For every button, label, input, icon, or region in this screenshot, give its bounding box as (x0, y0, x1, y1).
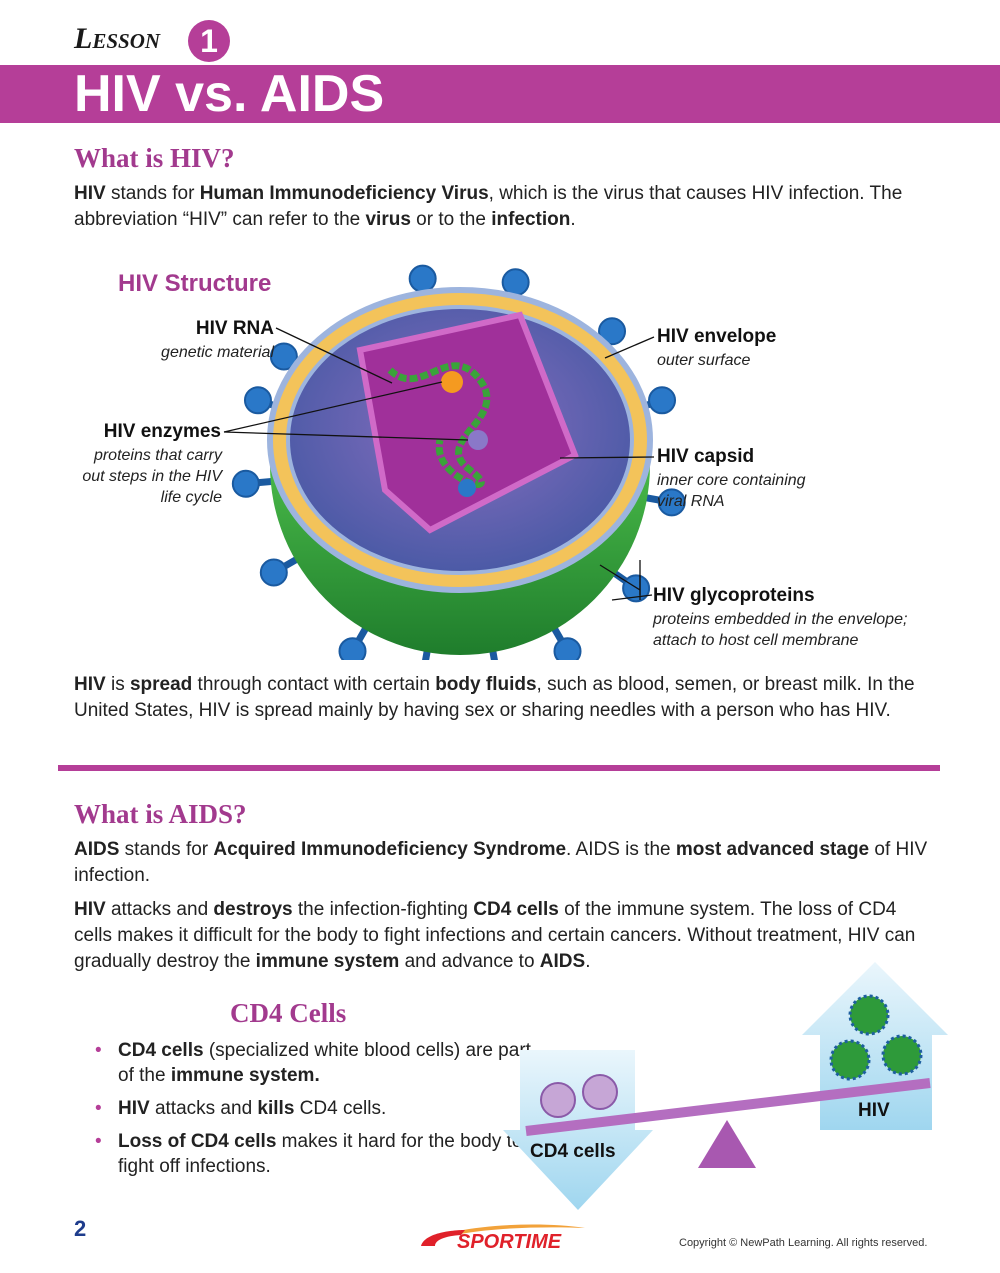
bold-text: HIV (118, 1098, 150, 1119)
section-divider (58, 765, 940, 771)
bold-text: body fluids (435, 674, 537, 695)
hiv-virus-icons (829, 994, 923, 1081)
text-segment: of HIV infection. (74, 839, 928, 886)
glycoprotein-spike (631, 488, 686, 517)
cd4-heading: CD4 Cells (230, 998, 347, 1028)
enzyme-orange (441, 371, 463, 393)
text-segment: or to the (410, 209, 492, 230)
text-segment: attacks and (105, 899, 214, 920)
bold-text: AIDS (74, 839, 120, 860)
text-segment: makes it hard for the body to fight off … (118, 1131, 523, 1177)
hiv-structure-diagram (223, 264, 686, 660)
text-segment: stands for (119, 839, 214, 860)
title-banner (0, 65, 1000, 123)
text-segment: of the immune system. The loss of CD4 ce… (74, 899, 916, 972)
aids-definition: AIDS stands for Acquired Immunodeficienc… (74, 837, 934, 889)
bullet-item: CD4 cells (specialized white blood cells… (95, 1038, 535, 1088)
enzyme-blue (458, 479, 476, 497)
cd4-paragraph: HIV attacks and destroys the infection-f… (74, 897, 934, 975)
diagram-title: HIV Structure (118, 270, 272, 297)
bullet-item: HIV attacks and kills CD4 cells. (95, 1096, 535, 1121)
bold-text: HIV (74, 899, 106, 920)
lesson-number-badge: 1 (188, 20, 230, 62)
bold-text: Loss of CD4 cells (118, 1131, 277, 1152)
bold-text: AIDS (539, 951, 586, 972)
bold-text: most advanced stage (675, 839, 870, 860)
bold-text: kills (257, 1098, 295, 1119)
glycoprotein-spike (259, 549, 311, 587)
cd4-bullet-list: CD4 cells (specialized white blood cells… (95, 1038, 535, 1187)
bold-text: immune system (255, 951, 400, 972)
text-segment: stands for (105, 183, 200, 204)
section-heading-aids: What is AIDS? (74, 799, 247, 829)
label-hiv-capsid: HIV capsid (657, 446, 755, 467)
hiv-label: HIV (858, 1100, 890, 1121)
seesaw-illustration (503, 962, 948, 1210)
text-segment: and advance to (399, 951, 540, 972)
page-number: 2 (74, 1216, 87, 1241)
hiv-definition: HIV stands for Human Immunodeficiency Vi… (74, 181, 934, 233)
bold-text: immune system. (170, 1065, 320, 1086)
bold-text: Human Immunodeficiency Virus (199, 183, 489, 204)
bold-text: infection (491, 209, 571, 230)
text-segment: . (570, 209, 576, 230)
text-segment: is (105, 674, 130, 695)
bold-text: destroys (213, 899, 293, 920)
label-hiv-enzymes-desc: proteins that carry out steps in the HIV… (82, 447, 222, 506)
label-hiv-enzymes: HIV enzymes (103, 421, 221, 442)
lesson-label: Lesson (74, 22, 161, 55)
label-hiv-rna: HIV RNA (195, 318, 274, 339)
bold-text: spread (129, 674, 193, 695)
text-segment: (specialized white blood cells) are part… (118, 1040, 531, 1086)
enzyme-purple (468, 430, 488, 450)
down-arrow (503, 1050, 653, 1210)
label-hiv-glycoproteins-desc: proteins embedded in the envelope; attac… (653, 611, 908, 649)
page-title: HIV vs. AIDS (74, 65, 385, 123)
fulcrum (698, 1120, 756, 1168)
capsid (356, 311, 579, 534)
label-hiv-capsid-desc: inner core containing viral RNA (657, 472, 806, 510)
bold-text: Acquired Immunodeficiency Syndrome (213, 839, 567, 860)
text-segment: . AIDS is the (566, 839, 676, 860)
hiv-spread-paragraph: HIV is spread through contact with certa… (74, 672, 934, 724)
label-hiv-glycoproteins: HIV glycoproteins (653, 585, 815, 606)
bold-text: virus (365, 209, 411, 230)
bullet-item: Loss of CD4 cells makes it hard for the … (95, 1129, 535, 1179)
label-hiv-envelope: HIV envelope (657, 326, 777, 347)
bold-text: CD4 cells (473, 899, 559, 920)
cd4-cell-icon (540, 1082, 576, 1118)
cd4-cell-icon (582, 1074, 618, 1110)
cd4-cells-label: CD4 cells (530, 1141, 616, 1162)
leader-lines (223, 327, 655, 601)
bold-text: CD4 cells (118, 1040, 204, 1061)
text-segment: attacks and (149, 1098, 258, 1119)
label-hiv-rna-desc: genetic material (161, 344, 274, 361)
text-segment: , which is the virus that causes HIV inf… (74, 183, 903, 230)
text-segment: CD4 cells. (294, 1098, 387, 1119)
bold-text: HIV (74, 183, 106, 204)
text-segment: , such as blood, semen, or breast milk. … (74, 674, 915, 721)
seesaw-bar (525, 1078, 931, 1136)
text-segment: . (585, 951, 591, 972)
copyright-notice: Copyright © NewPath Learning. All rights… (679, 1237, 928, 1249)
svg-text:SPORTIME: SPORTIME (457, 1231, 562, 1252)
bold-text: HIV (74, 674, 106, 695)
label-hiv-envelope-desc: outer surface (657, 352, 751, 369)
sportime-logo: SPORTIME (415, 1218, 595, 1253)
section-heading-hiv: What is HIV? (74, 143, 235, 173)
text-segment: through contact with certain (192, 674, 436, 695)
text-segment: the infection-fighting (292, 899, 474, 920)
